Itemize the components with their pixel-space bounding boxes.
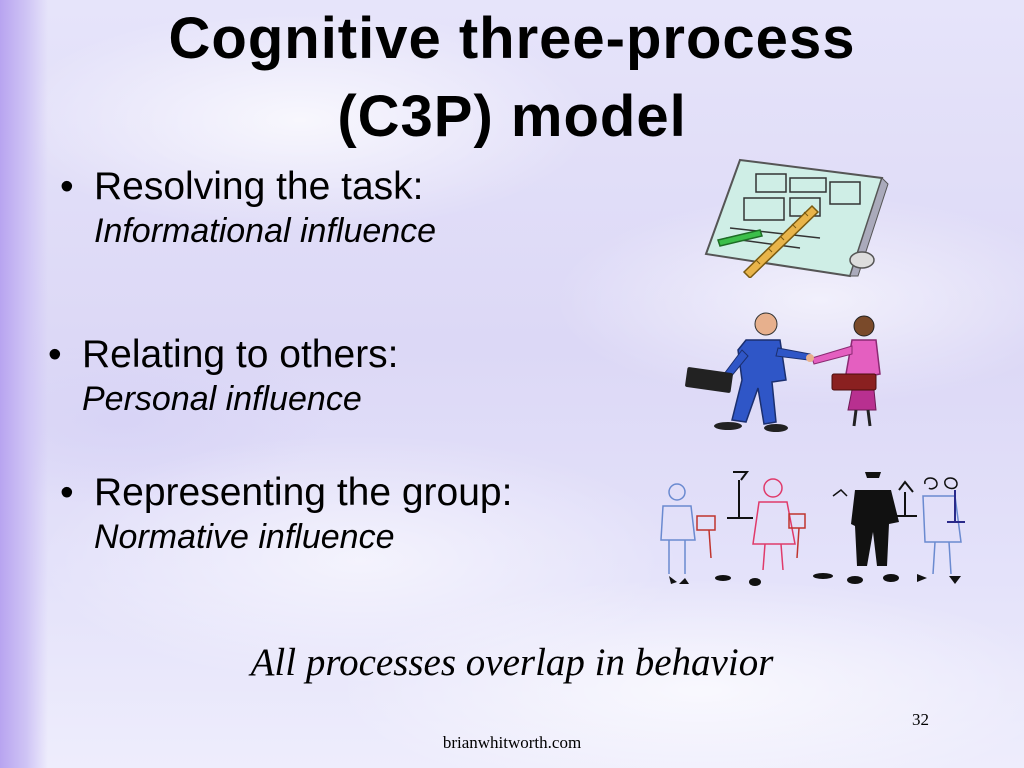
slide-title-line-2: (C3P) model	[337, 84, 687, 149]
footer-website: brianwhitworth.com	[442, 733, 582, 752]
bullet-sub-text: Personal influence	[82, 380, 362, 418]
tagline: All processes overlap in behavior	[250, 641, 774, 684]
slide-number: 32	[912, 710, 929, 729]
bullet-glyph: •	[60, 471, 74, 514]
bullet-glyph: •	[48, 333, 62, 376]
bullet-sub-text: Informational influence	[94, 212, 437, 250]
slide-title: Cognitive three-process (C3P) model	[0, 0, 1024, 156]
bullet-main-text: Resolving the task:	[94, 165, 424, 208]
slide-title-line-1: Cognitive three-process	[168, 6, 856, 71]
group-people-icon	[660, 471, 965, 586]
left-accent-bar	[0, 0, 48, 768]
bullet-resolving-task: • Resolving the task: Informational influ…	[60, 164, 436, 252]
bullet-representing-group: • Representing the group: Normative influ…	[60, 470, 512, 558]
bullet-main-text: Relating to others:	[82, 333, 399, 376]
bullet-glyph: •	[60, 165, 74, 208]
blueprint-ruler-icon	[704, 158, 889, 278]
bullet-relating-others: • Relating to others: Personal influence	[48, 332, 399, 420]
bullet-main-text: Representing the group:	[94, 471, 513, 514]
bullet-sub-text: Normative influence	[94, 518, 395, 556]
handshake-people-icon	[685, 312, 881, 432]
